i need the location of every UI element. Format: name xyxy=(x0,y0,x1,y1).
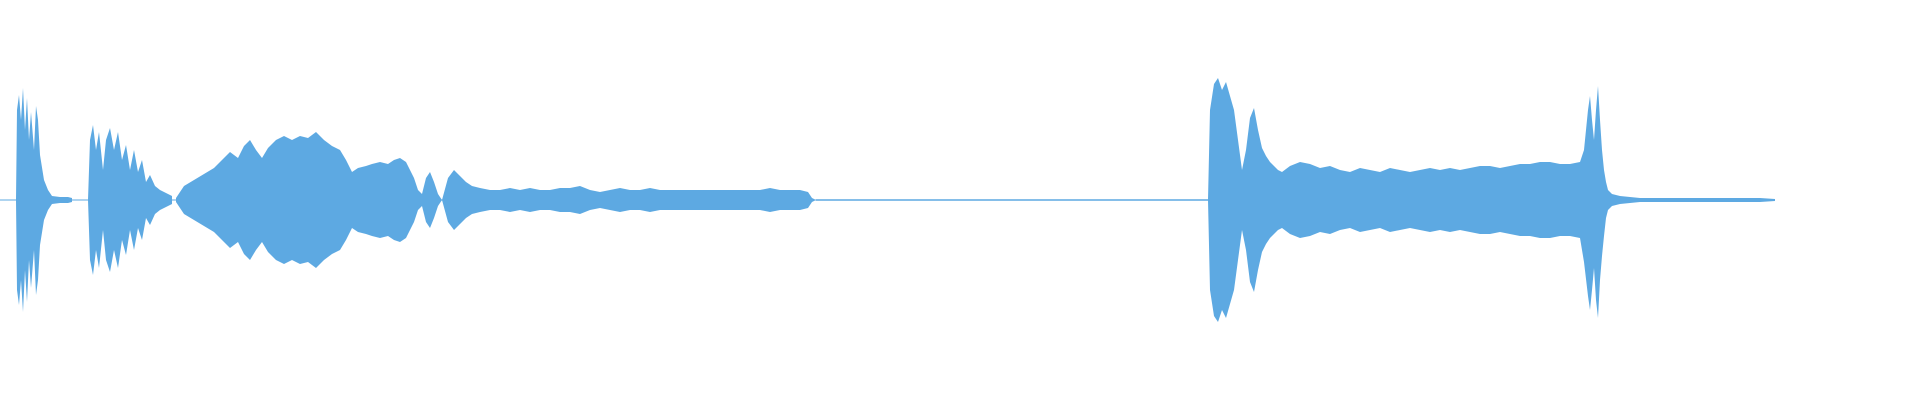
waveform-segment-burst-3 xyxy=(1208,78,1282,322)
waveform-segment-phrase-2 xyxy=(1282,162,1580,238)
waveform-segment-tail-1 xyxy=(442,170,816,230)
waveform-segment-burst-1 xyxy=(16,88,72,312)
waveform-segment-burst-4 xyxy=(1580,86,1775,318)
waveform-segment-burst-2 xyxy=(88,125,172,275)
waveform-segment-phrase-1 xyxy=(176,132,442,268)
